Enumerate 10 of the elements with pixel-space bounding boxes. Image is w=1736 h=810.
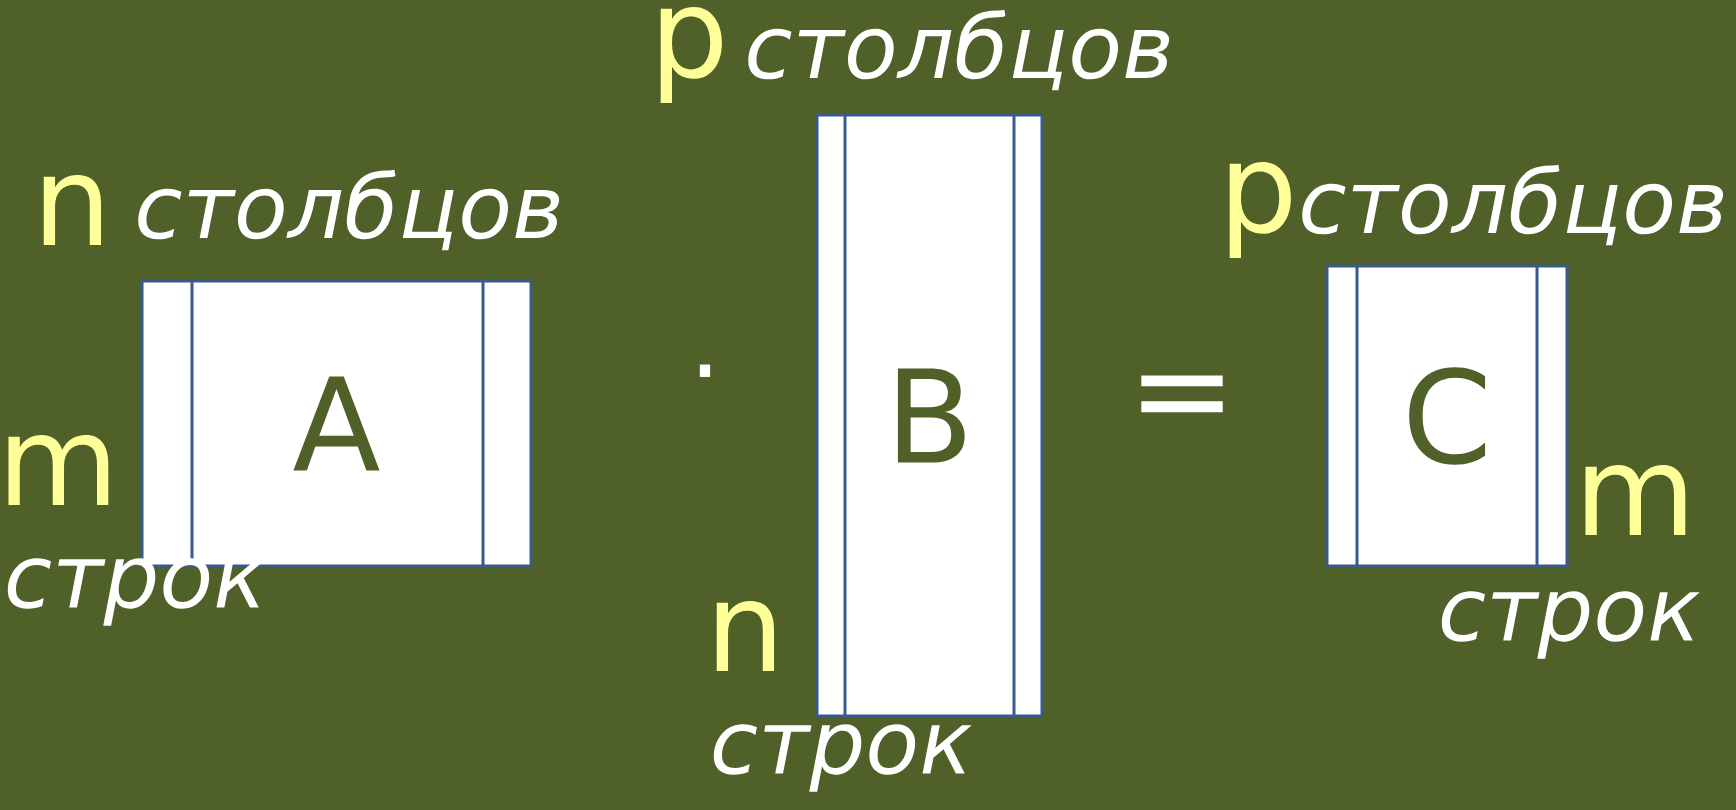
dimension-letter: p: [1229, 162, 1291, 258]
dimension-word: строк: [1441, 591, 1700, 659]
dimension-letter: n: [43, 175, 101, 245]
matrix-box: B: [815, 113, 1044, 718]
dimension-letter: n: [716, 601, 774, 671]
matrix-box: C: [1325, 264, 1569, 568]
operator-sign: =: [1141, 375, 1223, 413]
operator-sign: ·: [699, 364, 711, 377]
dimension-letter: p: [660, 7, 722, 103]
dimension-word: строк: [713, 724, 972, 792]
